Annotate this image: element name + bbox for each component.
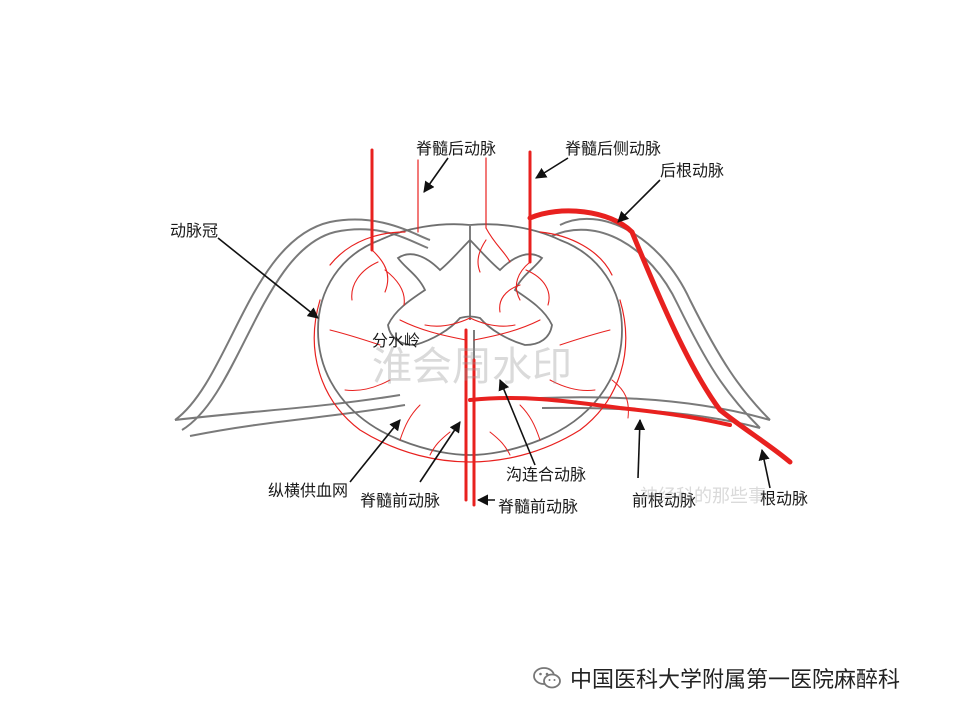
label-anterior-radicular-artery: 前根动脉 <box>632 491 697 510</box>
footer-text: 中国医科大学附属第一医院麻醉科 <box>570 668 901 693</box>
watermark-center: 淮会周水印 <box>372 344 572 390</box>
label-watershed: 分水岭 <box>372 331 421 350</box>
label-arterial-corona: 动脉冠 <box>170 221 219 240</box>
label-radicular-artery: 根动脉 <box>760 489 809 508</box>
label-plexus: 纵横供血网 <box>268 481 349 500</box>
watermark-bottom: 神经科的那些事 <box>640 486 766 507</box>
footer-credit: 中国医科大学附属第一医院麻醉科 <box>532 664 901 693</box>
dural-sheath-outline <box>174 217 771 437</box>
label-arrows <box>217 157 771 506</box>
label-anterior-spinal-artery-1: 脊髓前动脉 <box>360 491 441 510</box>
label-posterior-radicular-artery: 后根动脉 <box>660 161 725 180</box>
label-posterolateral-spinal-artery: 脊髓后侧动脉 <box>565 139 662 158</box>
arteries <box>313 148 793 507</box>
wechat-icon <box>533 667 561 689</box>
label-posterior-spinal-artery: 脊髓后动脉 <box>416 139 497 158</box>
label-anterior-spinal-artery-2: 脊髓前动脉 <box>498 497 579 516</box>
label-sulcal-artery: 沟连合动脉 <box>506 465 587 484</box>
